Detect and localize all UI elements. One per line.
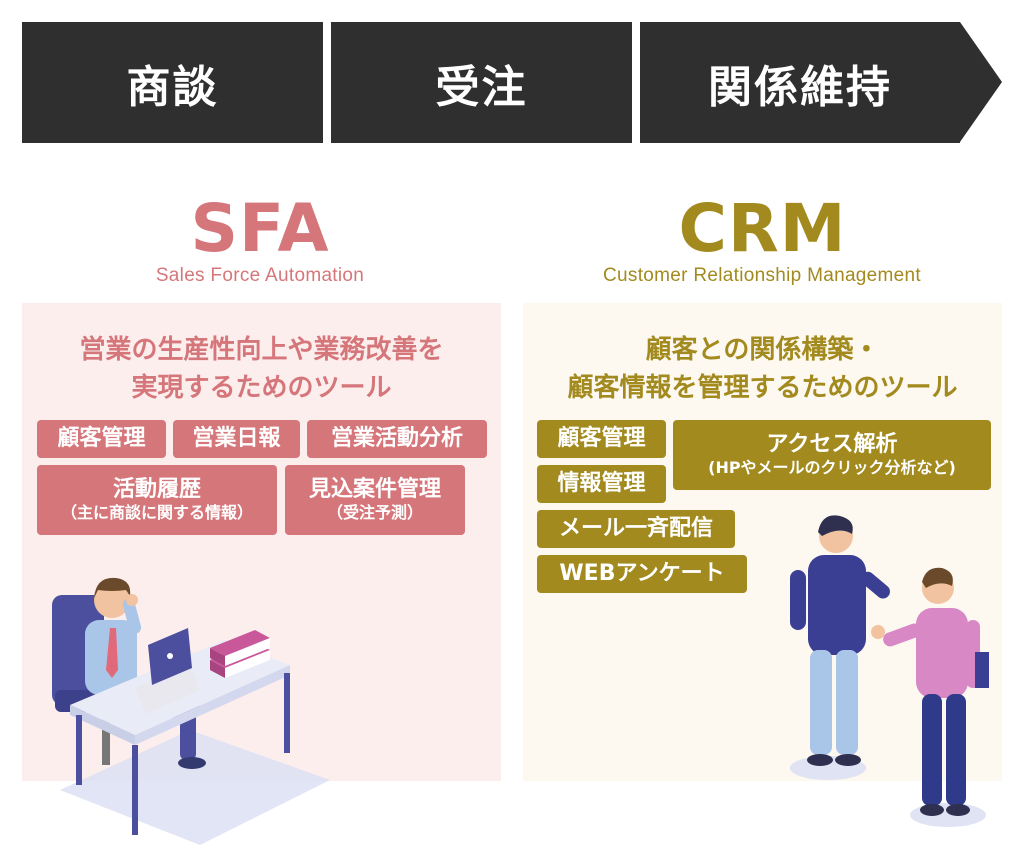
crm-tag-mass-email: メール一斉配信	[537, 510, 735, 548]
tag-note: （受注予測）	[326, 503, 423, 522]
sfa-tag-prospect-management: 見込案件管理 （受注予測）	[285, 465, 465, 535]
tag-label: 見込案件管理	[308, 477, 441, 502]
crm-description-line: 顧客情報を管理するためのツール	[567, 373, 958, 403]
sfa-description: 営業の生産性向上や業務改善を 実現するためのツール	[22, 331, 501, 407]
sfa-tag-customer-management: 顧客管理	[37, 420, 166, 458]
process-step-label: 商談	[126, 61, 219, 113]
tag-label: 活動履歴	[112, 477, 201, 502]
sfa-description-line: 実現するためのツール	[131, 373, 392, 403]
tag-label: WEBアンケート	[559, 561, 725, 586]
sfa-tag-daily-report: 営業日報	[173, 420, 300, 458]
crm-description: 顧客との関係構築・ 顧客情報を管理するためのツール	[523, 331, 1002, 407]
crm-subtitle: Customer Relationship Management	[603, 265, 921, 286]
tag-note: (HPやメールのクリック分析など)	[708, 458, 956, 477]
arrow-head-icon	[960, 22, 1002, 142]
crm-tag-web-survey: WEBアンケート	[537, 555, 747, 593]
tag-label: 営業日報	[192, 426, 281, 451]
process-step-relationship: 関係維持	[640, 22, 960, 143]
tag-label: メール一斉配信	[558, 516, 713, 541]
sfa-tag-activity-history: 活動履歴 （主に商談に関する情報）	[37, 465, 277, 535]
tag-label: 情報管理	[557, 471, 646, 496]
tag-note: （主に商談に関する情報）	[60, 503, 253, 522]
tag-label: 営業活動分析	[330, 426, 463, 451]
office-worker-illustration	[52, 577, 330, 845]
crm-description-line: 顧客との関係構築・	[645, 335, 880, 365]
tag-label: アクセス解析	[766, 432, 898, 457]
process-step-order: 受注	[331, 22, 632, 143]
handshake-illustration	[790, 515, 989, 827]
crm-tag-access-analysis: アクセス解析 (HPやメールのクリック分析など)	[673, 420, 991, 490]
crm-tag-information-management: 情報管理	[537, 465, 666, 503]
sfa-title: SFA	[190, 190, 330, 267]
process-step-label: 関係維持	[708, 61, 892, 113]
sfa-tag-activity-analysis: 営業活動分析	[307, 420, 487, 458]
process-step-negotiation: 商談	[22, 22, 323, 143]
tag-label: 顧客管理	[57, 426, 146, 451]
crm-tag-customer-management: 顧客管理	[537, 420, 666, 458]
tag-label: 顧客管理	[557, 426, 646, 451]
sfa-subtitle: Sales Force Automation	[155, 265, 365, 286]
sfa-description-line: 営業の生産性向上や業務改善を	[79, 335, 444, 365]
process-step-label: 受注	[435, 61, 528, 113]
crm-title: CRM	[678, 190, 847, 267]
